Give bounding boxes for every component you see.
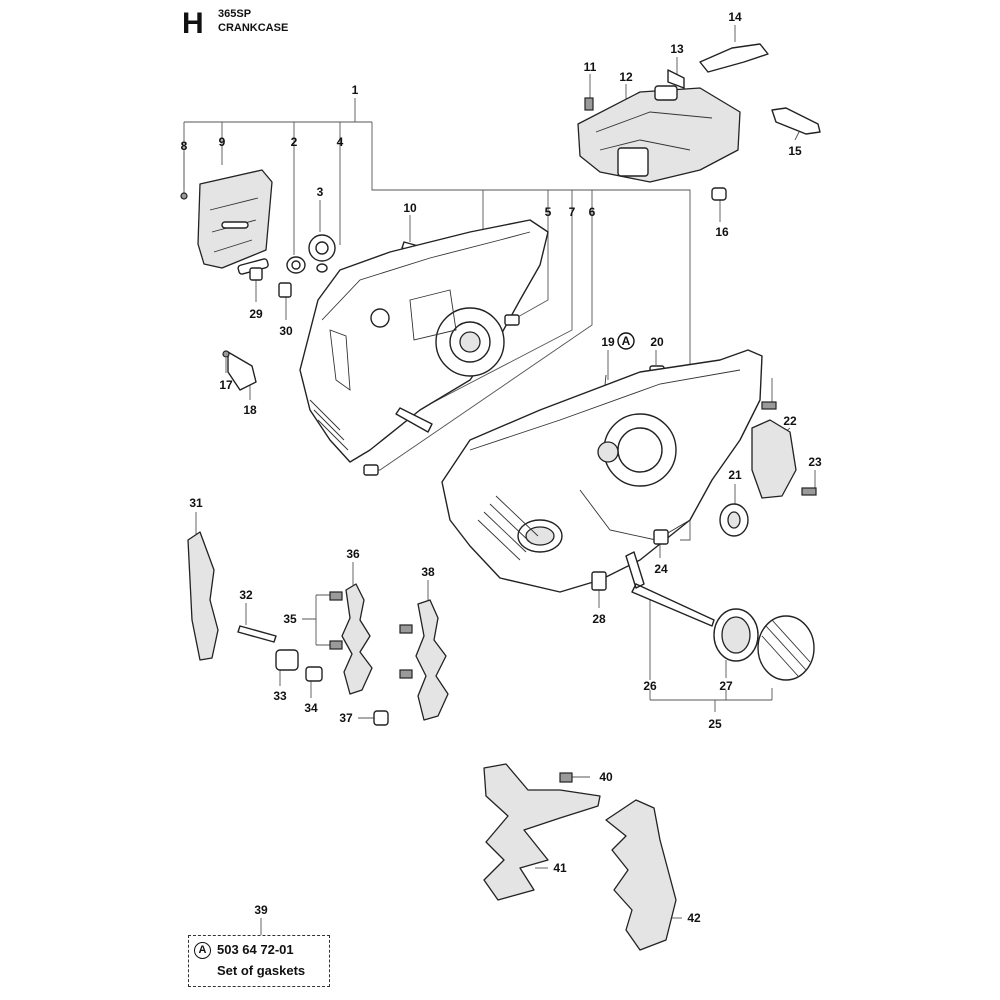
callout-41: 41 [553, 861, 567, 875]
screw-38b-icon [399, 669, 413, 679]
callout-19-badge: A [622, 334, 631, 348]
callout-8: 8 [181, 139, 188, 153]
callout-11: 11 [584, 60, 597, 74]
spacer-33-icon [275, 649, 299, 671]
spacer-34-icon [305, 666, 323, 682]
bolt-5-icon [504, 314, 520, 326]
callout-10: 10 [403, 201, 417, 215]
callout-2: 2 [291, 135, 298, 149]
callout-13: 13 [670, 42, 684, 56]
seal-21-icon [719, 503, 749, 537]
header-section-letter: H [182, 7, 204, 40]
crankcase-half-right [441, 349, 763, 593]
valve-16-icon [711, 187, 727, 201]
callout-6: 6 [589, 205, 596, 219]
callout-14: 14 [728, 10, 742, 24]
screw-32-icon [237, 625, 277, 643]
hose-15-icon [771, 107, 821, 135]
callout-34: 34 [304, 701, 318, 715]
seal-27-icon [713, 608, 759, 662]
gasket-kit-box: A 503 64 72-01 Set of gaskets [188, 935, 330, 987]
sleeve-6-icon [363, 464, 379, 476]
kit-part-number: 503 64 72-01 [217, 942, 294, 957]
callout-15: 15 [788, 144, 802, 158]
stud-7-icon [395, 407, 433, 433]
kit-badge-icon: A [194, 942, 211, 959]
callout-32: 32 [239, 588, 253, 602]
callout-37: 37 [339, 711, 353, 725]
callout-7: 7 [569, 205, 576, 219]
crankcase-half-left [299, 219, 549, 463]
screw-17-right-icon [761, 401, 777, 410]
callout-19-badge-circle [617, 332, 635, 350]
spike-38-icon [415, 599, 449, 721]
callout-1: 1 [352, 83, 359, 97]
spring-14-icon [699, 43, 769, 73]
header-title: CRANKCASE [218, 22, 289, 34]
pin-29-icon [249, 267, 263, 281]
callout-17-left: 17 [219, 378, 233, 392]
callout-16: 16 [715, 225, 729, 239]
callout-35: 35 [283, 612, 297, 626]
spike-36-icon [341, 583, 373, 695]
spike-42-icon [605, 799, 677, 951]
callout-22: 22 [783, 414, 797, 428]
callout-3: 3 [317, 185, 324, 199]
screw-35a-icon [329, 591, 343, 601]
callout-9: 9 [219, 135, 226, 149]
callout-42: 42 [687, 911, 701, 925]
bumper-31-icon [187, 531, 219, 661]
screw-35b-icon [329, 640, 343, 650]
screw-24-icon [653, 529, 669, 545]
screw-38a-icon [399, 624, 413, 634]
screw-11-icon [584, 97, 594, 111]
nut-37-icon [373, 710, 389, 726]
screw-28-icon [591, 571, 607, 591]
callout-31: 31 [189, 496, 203, 510]
callout-25: 25 [708, 717, 722, 731]
callout-29: 29 [249, 307, 263, 321]
callout-19: 19 [601, 335, 615, 349]
callout-28: 28 [592, 612, 606, 626]
callout-20: 20 [650, 335, 664, 349]
callout-labels: 1 2 3 4 5 6 7 8 9 10 11 12 13 14 15 16 1… [181, 10, 822, 925]
header-model: 365SP [218, 8, 252, 20]
callout-23: 23 [808, 455, 822, 469]
callout-12: 12 [619, 70, 633, 84]
cap-25-icon [757, 615, 815, 681]
chain-guide-plate [197, 169, 273, 269]
clip-13-icon [667, 69, 685, 89]
callout-36: 36 [346, 547, 360, 561]
callout-30: 30 [279, 324, 293, 338]
callout-5: 5 [545, 205, 552, 219]
cover-22-icon [751, 419, 797, 499]
tank-top-12 [577, 85, 741, 183]
callout-40: 40 [599, 770, 613, 784]
clamp-18-icon [222, 350, 257, 391]
kit-description: Set of gaskets [217, 963, 306, 978]
screw-8-icon [180, 192, 188, 200]
callout-4: 4 [337, 135, 344, 149]
callout-27: 27 [719, 679, 733, 693]
callout-26: 26 [643, 679, 657, 693]
callout-21: 21 [728, 468, 742, 482]
callout-33: 33 [273, 689, 287, 703]
callout-38: 38 [421, 565, 435, 579]
pin-30-icon [278, 282, 292, 298]
callout-24: 24 [654, 562, 668, 576]
callout-18: 18 [243, 403, 257, 417]
rod-26-icon [625, 551, 715, 627]
spike-41-icon [483, 763, 601, 901]
callout-39: 39 [254, 903, 268, 917]
screw-40-icon [559, 772, 573, 783]
screw-23-icon [801, 487, 817, 496]
